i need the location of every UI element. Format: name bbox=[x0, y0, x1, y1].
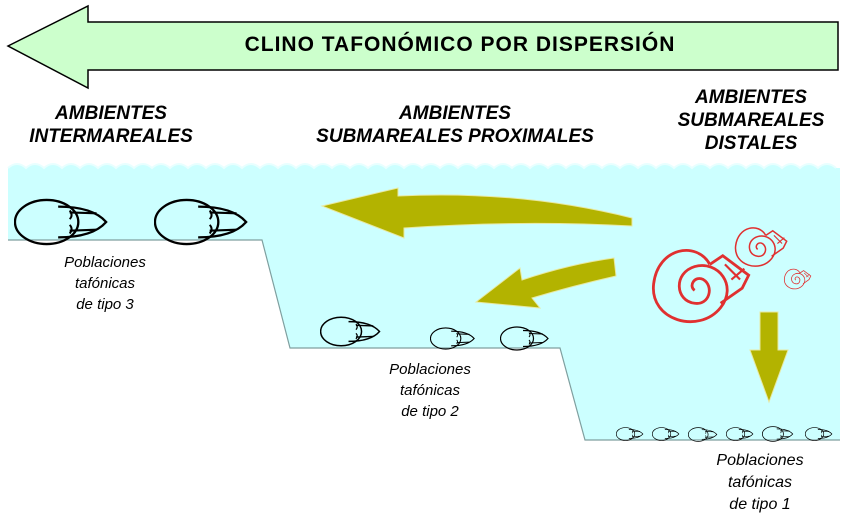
transport-arrow-settling bbox=[749, 311, 789, 404]
population-type3-label: Poblaciones tafónicas de tipo 3 bbox=[30, 252, 180, 315]
population-type1-label: Poblaciones tafónicas de tipo 1 bbox=[680, 450, 840, 516]
sea-surface bbox=[7, 163, 837, 170]
pop3-line3: de tipo 3 bbox=[76, 296, 134, 313]
env-distal-line2: SUBMAREALES bbox=[677, 110, 825, 131]
pop1-line1: Poblaciones bbox=[716, 452, 804, 469]
env-subtidal-proximal: AMBIENTES SUBMAREALES PROXIMALES bbox=[295, 102, 615, 148]
population-type2-label: Poblaciones tafónicas de tipo 2 bbox=[355, 359, 505, 422]
clino-arrow bbox=[6, 4, 839, 90]
transport-arrow-landward bbox=[320, 187, 633, 239]
env-intertidal: AMBIENTES INTERMAREALES bbox=[16, 102, 206, 148]
env-subtidal-distal: AMBIENTES SUBMAREALES DISTALES bbox=[666, 86, 836, 155]
pop2-line2: tafónicas bbox=[399, 382, 461, 399]
pop1-line2: tafónicas bbox=[727, 474, 793, 491]
seawater bbox=[8, 164, 840, 440]
pop3-line2: tafónicas bbox=[74, 275, 136, 292]
transport-arrow-proximal bbox=[474, 257, 617, 309]
env-distal-line1: AMBIENTES bbox=[695, 87, 807, 108]
clino-title: CLINO TAFONÓMICO POR DISPERSIÓN bbox=[244, 33, 676, 56]
env-proximal-line1: AMBIENTES bbox=[399, 103, 511, 124]
pop3-line1: Poblaciones bbox=[64, 254, 146, 271]
env-intertidal-line1: AMBIENTES bbox=[55, 103, 167, 124]
env-distal-line3: DISTALES bbox=[704, 133, 798, 154]
pop2-line1: Poblaciones bbox=[389, 361, 471, 378]
env-intertidal-line2: INTERMAREALES bbox=[29, 126, 193, 147]
env-proximal-line2: SUBMAREALES PROXIMALES bbox=[316, 126, 594, 147]
pop2-line3: de tipo 2 bbox=[401, 403, 459, 420]
pop1-line3: de tipo 1 bbox=[729, 496, 791, 513]
